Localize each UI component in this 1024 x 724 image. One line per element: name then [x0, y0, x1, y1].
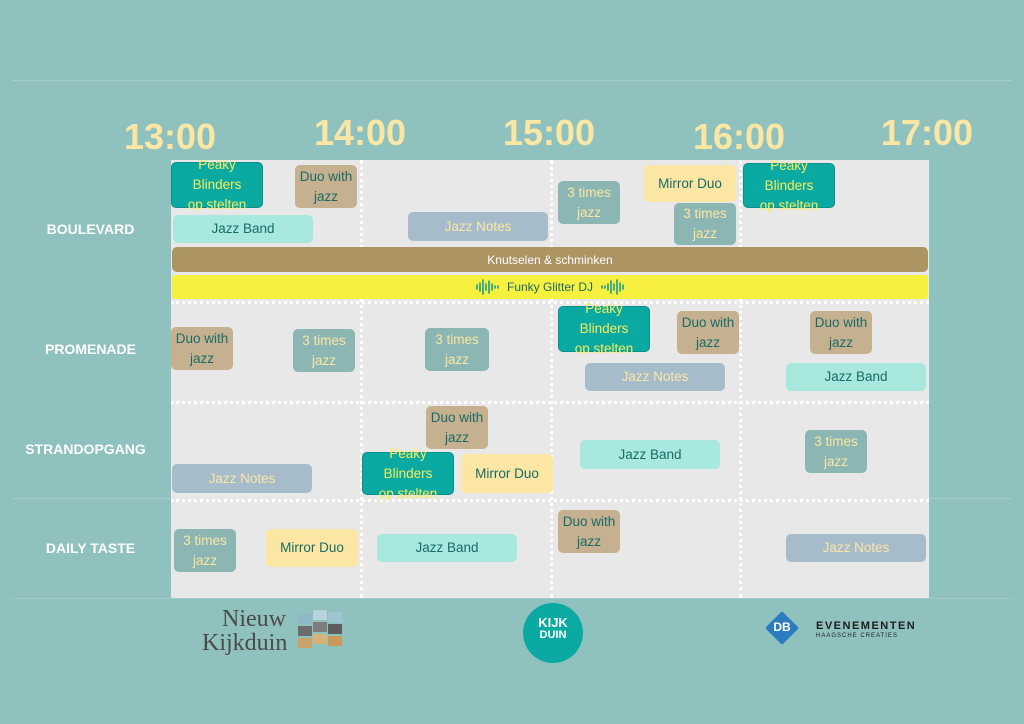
event-mirror-duo[interactable]: Mirror Duo	[644, 165, 736, 202]
kijkduin-logo: KIJK DUIN	[523, 603, 583, 663]
db-evenementen-logo: DB EVENEMENTEN HAAGSCHE CREATIES	[765, 611, 926, 652]
event-duo-with-jazz[interactable]: Duo with jazz	[171, 327, 233, 370]
event-peaky-blinders[interactable]: Peaky Blinders op stelten	[558, 301, 650, 356]
knutselen-label: Knutselen & schminken	[487, 252, 613, 267]
sound-wave-icon	[476, 279, 499, 295]
event-duo-with-jazz[interactable]: Duo with jazz	[810, 311, 872, 354]
event-jazz-band[interactable]: Jazz Band	[580, 440, 720, 469]
funky-label: Funky Glitter DJ	[506, 280, 593, 294]
logo-text: Kijkduin	[202, 630, 288, 656]
flag-stripes-icon	[298, 610, 342, 648]
logo-text: Nieuw	[222, 606, 286, 632]
row-label-boulevard: BOULEVARD	[46, 221, 135, 237]
time-1600: 16:00	[693, 116, 786, 157]
event-jazz-notes[interactable]: Jazz Notes	[786, 534, 926, 562]
event-jazz-notes[interactable]: Jazz Notes	[408, 212, 548, 241]
event-3-times-jazz[interactable]: 3 times jazz	[293, 329, 355, 372]
row-gridline	[171, 499, 929, 502]
hour-gridline	[360, 160, 363, 598]
event-jazz-band[interactable]: Jazz Band	[786, 363, 926, 391]
event-jazz-band[interactable]: Jazz Band	[377, 534, 517, 562]
event-peaky-blinders[interactable]: Peaky Blinders op stelten	[171, 160, 263, 212]
nieuw-kijkduin-logo: Nieuw Kijkduin	[200, 606, 360, 662]
time-1300: 13:00	[124, 116, 217, 157]
event-duo-with-jazz[interactable]: Duo with jazz	[558, 510, 620, 553]
row-label-daily-taste: DAILY TASTE	[45, 540, 136, 556]
event-jazz-notes[interactable]: Jazz Notes	[172, 464, 312, 493]
event-3-times-jazz[interactable]: 3 times jazz	[425, 328, 489, 371]
event-jazz-notes[interactable]: Jazz Notes	[585, 363, 725, 391]
event-peaky-blinders[interactable]: Peaky Blinders op stelten	[362, 446, 454, 501]
event-3-times-jazz[interactable]: 3 times jazz	[674, 203, 736, 245]
event-mirror-duo[interactable]: Mirror Duo	[266, 529, 358, 567]
event-duo-with-jazz[interactable]: Duo with jazz	[677, 311, 739, 354]
row-gridline	[171, 301, 929, 304]
logo-text: DUIN	[539, 629, 567, 641]
hour-gridline	[550, 160, 553, 598]
row-label-promenade: PROMENADE	[44, 341, 136, 357]
row-label-strandopgang: STRANDOPGANG	[25, 441, 146, 457]
time-1500: 15:00	[503, 112, 596, 153]
event-funky-glitter-dj[interactable]: Funky Glitter DJ	[172, 275, 928, 299]
time-1700: 17:00	[881, 112, 974, 153]
event-3-times-jazz[interactable]: 3 times jazz	[805, 430, 867, 473]
event-duo-with-jazz[interactable]: Duo with jazz	[295, 165, 357, 208]
logo-text: EVENEMENTEN	[816, 620, 917, 632]
footer-divider	[12, 598, 1012, 599]
event-3-times-jazz[interactable]: 3 times jazz	[558, 181, 620, 224]
event-peaky-blinders[interactable]: Peaky Blinders op stelten	[743, 160, 835, 213]
top-divider	[12, 80, 1012, 81]
logo-text: HAAGSCHE CREATIES	[816, 633, 898, 639]
sound-wave-icon	[601, 279, 624, 295]
event-duo-with-jazz[interactable]: Duo with jazz	[426, 406, 488, 449]
schedule-grid: Peaky Blinders op stelten Duo with jazz …	[171, 160, 929, 598]
event-jazz-band[interactable]: Jazz Band	[173, 215, 313, 243]
event-mirror-duo[interactable]: Mirror Duo	[461, 454, 553, 493]
hour-gridline	[739, 160, 742, 598]
logo-text: KIJK	[538, 615, 568, 630]
event-knutselen-schminken[interactable]: Knutselen & schminken	[172, 247, 928, 272]
logo-text: DB	[773, 620, 791, 634]
time-1400: 14:00	[314, 112, 407, 153]
event-3-times-jazz[interactable]: 3 times jazz	[174, 529, 236, 572]
row-gridline	[171, 401, 929, 404]
